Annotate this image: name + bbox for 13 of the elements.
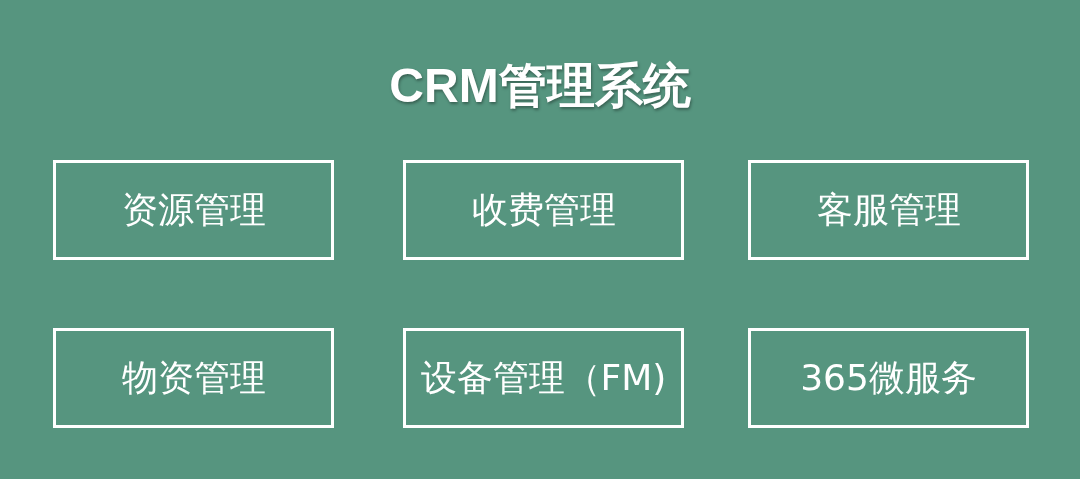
module-box [748, 328, 1029, 428]
module-box [748, 160, 1029, 260]
module-label: 收费管理 [471, 187, 616, 232]
module-label: 物资管理 [121, 355, 266, 400]
module-box [53, 160, 334, 260]
diagram-title: CRM管理系统 [388, 58, 692, 114]
module-label: 设备管理（FM) [420, 355, 667, 400]
module-box [53, 328, 334, 428]
module-box [403, 160, 684, 260]
module-label: 客服管理 [816, 187, 961, 232]
module-box [403, 328, 684, 428]
module-label: 资源管理 [121, 187, 266, 232]
module-label: 365微服务 [800, 355, 977, 400]
